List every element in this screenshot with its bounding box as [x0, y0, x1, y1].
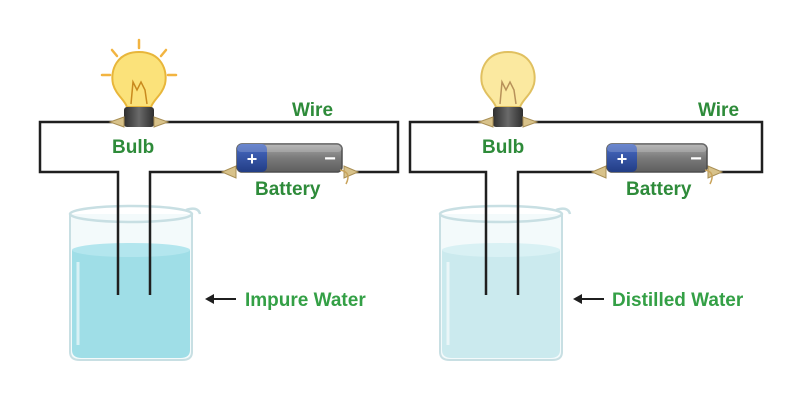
impure-water: [72, 250, 190, 358]
water-label: Distilled Water: [612, 290, 744, 311]
battery-plus-sign: +: [617, 149, 628, 169]
bulb-label: Bulb: [112, 137, 154, 158]
light-bulb-icon: [100, 38, 178, 128]
battery-label: Battery: [626, 179, 692, 200]
wire-label: Wire: [292, 100, 333, 121]
battery-icon: + −: [590, 143, 724, 185]
beaker-icon: [438, 204, 572, 361]
wire-label: Wire: [698, 100, 739, 121]
pointer-arrow-icon: [573, 294, 604, 304]
battery-label: Battery: [255, 179, 321, 200]
wire: [408, 120, 764, 295]
pointer-arrow-icon: [205, 294, 236, 304]
battery-minus-sign: −: [324, 148, 336, 170]
wire: [38, 120, 400, 295]
battery-icon: + −: [220, 143, 360, 185]
circuit-left: + − Wire Bulb Battery Impure Water: [38, 38, 400, 361]
battery-plus-sign: +: [247, 149, 258, 169]
battery-minus-sign: −: [690, 148, 702, 170]
bulb-label: Bulb: [482, 137, 524, 158]
light-bulb-icon: [477, 50, 539, 128]
distilled-water: [442, 250, 560, 358]
beaker-icon: [68, 204, 202, 361]
circuit-right: + − Wire Bulb Battery Distilled Water: [408, 50, 764, 361]
water-label: Impure Water: [245, 290, 366, 311]
